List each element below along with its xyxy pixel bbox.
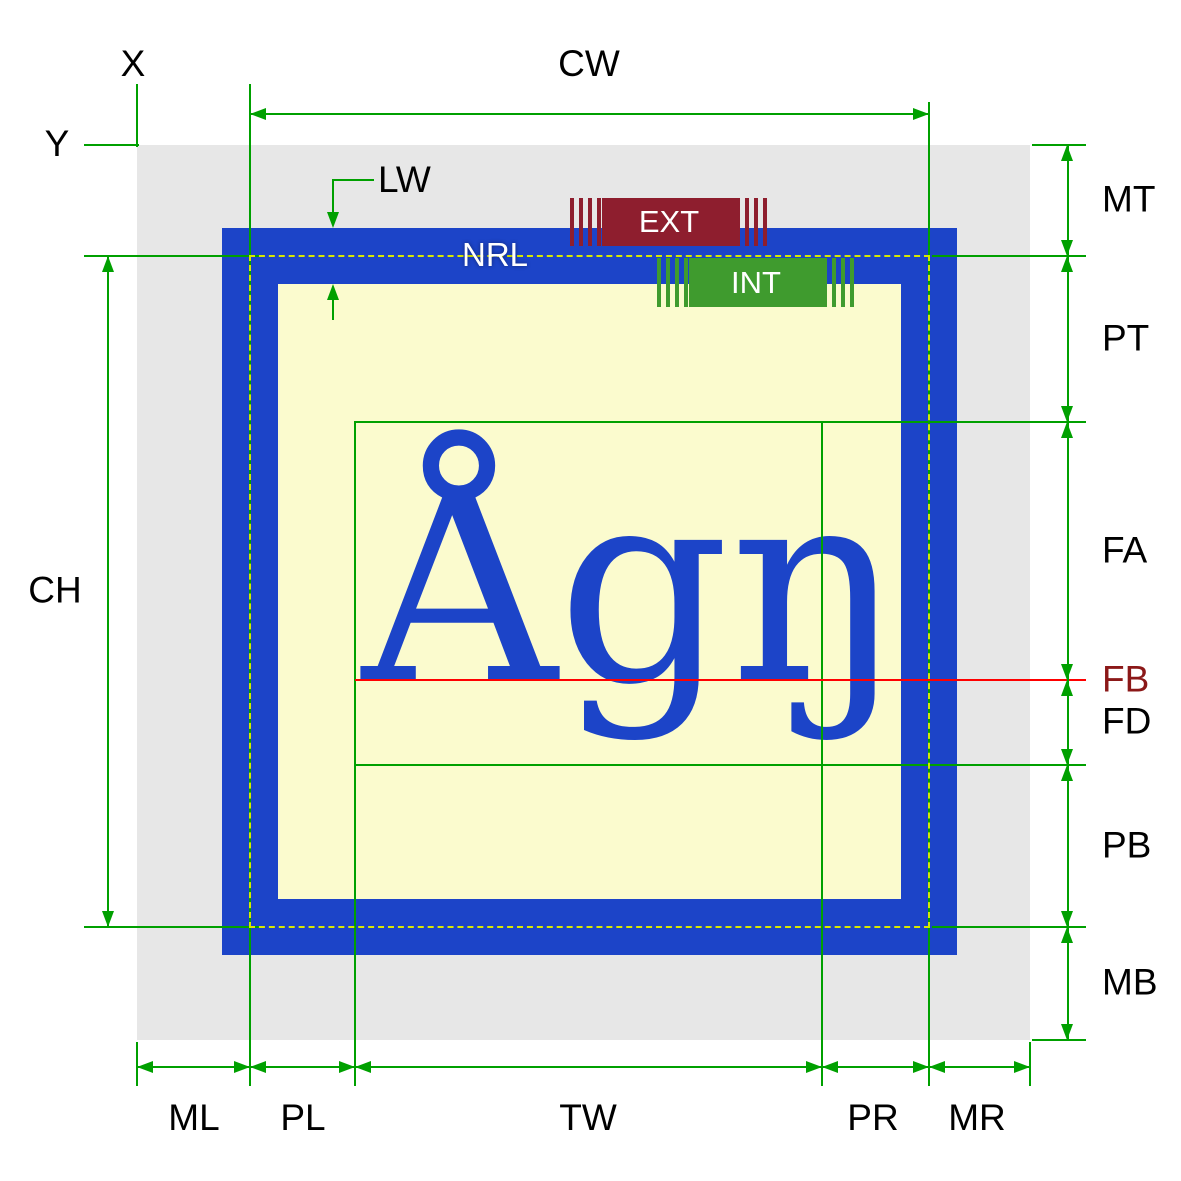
extension-line-margin-top-right (1032, 144, 1086, 146)
dimension-arrow (1061, 765, 1073, 781)
ext-hatch-right (736, 198, 768, 246)
dimension-arrow (806, 1061, 822, 1073)
int-hatch-right (823, 258, 855, 307)
nominal-rect-dashed (249, 255, 930, 928)
dimension-arrow (1061, 1024, 1073, 1040)
extension-line-text-left (354, 422, 356, 1086)
dimension-arrow (102, 256, 114, 272)
ext-badge-label: EXT (602, 198, 736, 246)
dimension-arrow (250, 108, 266, 120)
dimension-arrow (327, 212, 339, 228)
extension-line-nrl-top-left (84, 255, 260, 257)
dimension-arrow (929, 1061, 945, 1073)
label-mt: MT (1102, 178, 1156, 220)
dimension-arrow (822, 1061, 838, 1073)
dimension-arrow (102, 911, 114, 927)
label-pb: PB (1102, 824, 1152, 866)
label-cw: CW (558, 43, 620, 84)
extension-line-nrl-bottom-right (932, 926, 1086, 928)
extension-line-margin-bottom-right (1032, 1039, 1086, 1041)
dimension-arrow (1061, 911, 1073, 927)
dimension-arrow (1014, 1061, 1030, 1073)
dimension-arrow (1061, 240, 1073, 256)
dimension-arrow (339, 1061, 355, 1073)
dimension-arrow (137, 1061, 153, 1073)
label-tw: TW (559, 1097, 617, 1138)
dimension-arrow (1061, 406, 1073, 422)
dim-line-right-stack (1067, 145, 1069, 1040)
ext-hatch-left (570, 198, 602, 246)
dimension-arrow (1061, 664, 1073, 680)
dim-tick-lw (332, 179, 374, 181)
dimension-arrow (1061, 256, 1073, 272)
extension-line-text-top-right (822, 421, 1086, 423)
dimension-arrow (327, 284, 339, 300)
dimension-arrow (1061, 749, 1073, 765)
ext-badge: EXT (570, 198, 768, 246)
dimension-arrow (1061, 422, 1073, 438)
dim-line-cw (250, 113, 929, 115)
dimension-arrow (355, 1061, 371, 1073)
dim-line-lw-top (332, 179, 334, 214)
extension-line-nrl-bottom-left (84, 926, 260, 928)
dimension-arrow (250, 1061, 266, 1073)
label-fa: FA (1102, 529, 1148, 571)
label-pt: PT (1102, 317, 1150, 359)
extension-line-nrl-top-right (932, 255, 1086, 257)
extension-line-x-origin (136, 84, 138, 147)
dim-line-lw-bottom (332, 300, 334, 320)
label-mr: MR (948, 1097, 1006, 1138)
label-pl: PL (280, 1097, 326, 1138)
dimension-arrow (1061, 927, 1073, 943)
extension-line-text-right (821, 422, 823, 1086)
label-ch: CH (28, 569, 82, 611)
dimension-arrow (1061, 145, 1073, 161)
label-lw: LW (378, 159, 431, 200)
int-badge: INT (657, 258, 855, 307)
label-mb: MB (1102, 961, 1158, 1003)
label-ml: ML (168, 1097, 220, 1138)
dimension-arrow (913, 108, 929, 120)
baseline-line (355, 679, 1086, 681)
dimension-arrow (234, 1061, 250, 1073)
extension-line-margin-right-bottom (1029, 1042, 1031, 1086)
label-fd: FD (1102, 700, 1152, 742)
label-pr: PR (847, 1097, 899, 1138)
label-nrl: NRL (462, 236, 529, 273)
dim-line-bottom-row (137, 1066, 1030, 1068)
label-x: X (120, 43, 146, 84)
dim-line-ch (107, 256, 109, 927)
label-fb: FB (1102, 658, 1150, 700)
extension-line-y-origin (84, 144, 139, 146)
label-y: Y (44, 123, 70, 164)
int-hatch-left (657, 258, 689, 307)
dimension-arrow (913, 1061, 929, 1073)
int-badge-label: INT (689, 258, 823, 307)
dimension-arrow (1061, 680, 1073, 696)
padding-box (278, 284, 901, 899)
extension-line-text-bottom-right (822, 764, 1086, 766)
